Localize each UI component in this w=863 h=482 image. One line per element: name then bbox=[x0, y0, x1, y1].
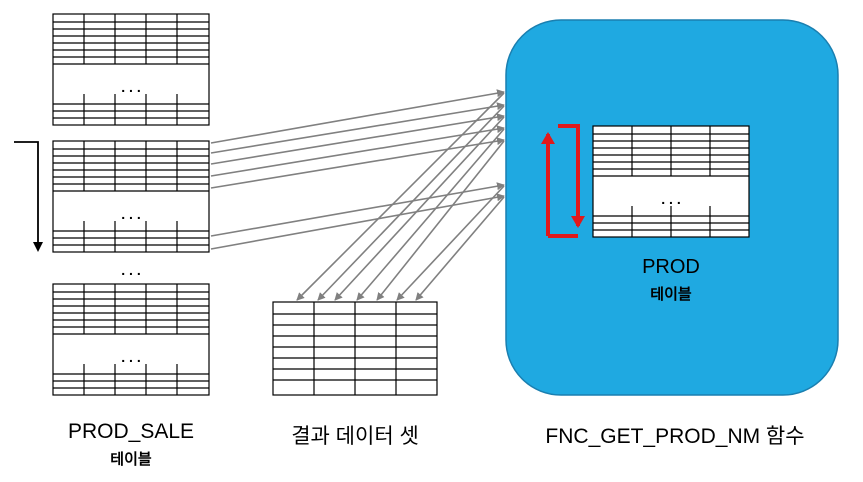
ellipsis: . . . bbox=[661, 191, 680, 207]
ellipsis: . . . bbox=[121, 262, 140, 278]
prod-sale-table-3 bbox=[52, 283, 210, 396]
result-set-title: 결과 데이터 셋 bbox=[291, 425, 419, 448]
result-set-table bbox=[272, 301, 438, 396]
return-arrows bbox=[296, 92, 505, 301]
prod-sale-title: PROD_SALE bbox=[67, 420, 195, 443]
ellipsis: . . . bbox=[121, 349, 140, 365]
scan-direction-arrow bbox=[14, 141, 43, 252]
full-scan-loop-arrow bbox=[541, 124, 585, 238]
prod-title: PROD bbox=[642, 256, 700, 278]
ellipsis: . . . bbox=[121, 79, 140, 95]
prod-subtitle: 테이블 bbox=[650, 286, 692, 303]
prod-sale-table-2 bbox=[52, 140, 210, 253]
prod-table bbox=[592, 125, 750, 238]
prod-sale-subtitle: 테이블 bbox=[110, 451, 152, 468]
ellipsis: . . . bbox=[121, 206, 140, 222]
prod-sale-table-1 bbox=[52, 13, 210, 126]
function-title: FNC_GET_PROD_NM 함수 bbox=[545, 425, 805, 448]
call-arrows bbox=[210, 89, 505, 250]
